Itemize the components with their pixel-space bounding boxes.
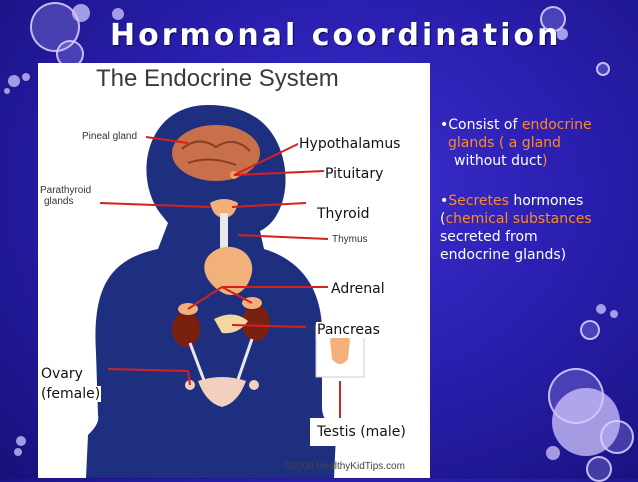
bubble-decoration: [8, 75, 20, 87]
adrenal-label: Adrenal: [330, 281, 386, 297]
body-silhouette: [86, 105, 336, 478]
bullet-highlight: glands ( a gland: [448, 135, 561, 151]
bubble-decoration: [540, 6, 566, 32]
testis-label: Testis (male): [316, 424, 407, 440]
parathyroid-label: Parathyroid: [40, 185, 92, 196]
bullet-consist-line2: glands ( a gland: [440, 134, 630, 152]
bubble-decoration: [112, 8, 124, 20]
bubble-decoration: [556, 28, 568, 40]
ovary-right: [249, 380, 259, 390]
brain-organ: [172, 125, 260, 181]
endocrine-figure: The Endocrine System: [38, 63, 430, 478]
bullet-text: •Consist of: [440, 117, 522, 133]
hypothalamus-label: Hypothalamus: [298, 136, 402, 152]
bullet-highlight: ): [542, 153, 548, 169]
bullet-text: •: [440, 193, 449, 209]
bubble-decoration: [586, 456, 612, 482]
trachea: [220, 213, 228, 249]
bullet-highlight: Secretes: [448, 193, 509, 209]
heart-organ: [204, 246, 253, 295]
figure-title: The Endocrine System: [96, 65, 339, 92]
bubble-decoration: [546, 446, 560, 460]
bubble-decoration: [22, 73, 30, 81]
bullet-secretes-line3: secreted from: [440, 229, 538, 245]
bullet-highlight: endocrine: [521, 117, 592, 133]
bubble-decoration: [4, 88, 10, 94]
bubble-decoration: [72, 4, 90, 22]
bullet-secretes-line4: endocrine glands): [440, 247, 567, 263]
brain-folds: [181, 140, 251, 166]
ovary-label-line2: (female): [40, 386, 102, 402]
slide-title: Hormonal coordination: [110, 18, 562, 53]
bubble-decoration: [596, 304, 606, 314]
bubble-decoration: [610, 310, 618, 318]
bullet-text: (: [440, 211, 446, 227]
bubble-decoration: [580, 320, 600, 340]
parathyroid-label-line2: glands: [44, 196, 74, 207]
pancreas-label: Pancreas: [316, 322, 381, 338]
kidney-right: [242, 305, 270, 341]
uterus-organ: [198, 377, 246, 407]
thyroid-label: Thyroid: [316, 206, 371, 222]
bullet-list: •Consist of endocrine glands ( a gland w…: [440, 116, 630, 264]
kidney-left: [172, 311, 200, 347]
bullet-secretes-line2: (chemical substances: [440, 210, 630, 228]
bullet-highlight: chemical substances: [445, 211, 592, 227]
pineal-gland-label: Pineal gland: [82, 131, 138, 142]
bullet-text: without duct: [454, 153, 543, 169]
figure-copyright: ©2008 HealthyKidTips.com: [284, 461, 405, 472]
bullet-consist: •Consist of endocrine: [440, 116, 630, 134]
pancreas-organ: [214, 314, 248, 334]
bullet-text: hormones: [508, 193, 584, 209]
ovary-label: Ovary: [40, 366, 84, 382]
thyroid-organ: [210, 199, 238, 218]
pointer-lines: [99, 136, 341, 419]
bubble-decoration: [16, 436, 26, 446]
testis-organ: [330, 336, 350, 364]
bubble-decoration: [596, 62, 610, 76]
endocrine-illustration: [86, 105, 365, 478]
bubble-decoration: [600, 420, 634, 454]
pituitary-label: Pituitary: [324, 166, 385, 182]
bubble-decoration: [30, 2, 80, 52]
bullet-consist-line3: without duct): [440, 152, 630, 170]
bubble-decoration: [14, 448, 22, 456]
bullet-secretes: •Secretes hormones: [440, 192, 630, 210]
thymus-label: Thymus: [332, 234, 368, 245]
